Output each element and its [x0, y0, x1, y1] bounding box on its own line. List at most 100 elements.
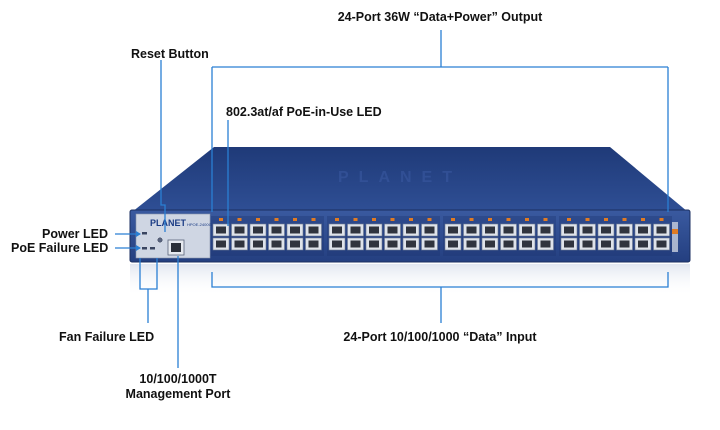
rj45-socket-4-2-1[interactable] — [582, 226, 593, 234]
rj45-socket-3-1-1[interactable] — [448, 226, 458, 234]
rj45-socket-2-3-2[interactable] — [369, 240, 379, 248]
rj45-socket-2-1-1[interactable] — [332, 226, 342, 234]
callout-input-ports: 24-Port 10/100/1000 “Data” Input — [343, 330, 537, 344]
rj45-socket-4-4-2[interactable] — [619, 240, 630, 248]
rj45-socket-2-4-1[interactable] — [387, 226, 398, 234]
callout-lines — [115, 30, 669, 368]
port-led-4-6 — [659, 218, 664, 221]
rj45-socket-2-6-1[interactable] — [424, 226, 435, 234]
rj45-socket-4-3-2[interactable] — [601, 240, 611, 248]
right-edge-bracket — [672, 222, 678, 252]
rj45-socket-1-3-1[interactable] — [253, 226, 263, 234]
rj45-socket-1-6-2[interactable] — [308, 240, 319, 248]
rj45-socket-3-4-1[interactable] — [503, 226, 514, 234]
port-led-2-2 — [353, 218, 358, 221]
port-led-4-4 — [622, 218, 627, 221]
callout-reset-button: Reset Button — [131, 47, 209, 61]
rj45-socket-4-1-1[interactable] — [564, 226, 574, 234]
rj45-socket-2-5-1[interactable] — [406, 226, 416, 234]
rj45-socket-1-6-1[interactable] — [308, 226, 319, 234]
port-led-1-4 — [274, 218, 279, 221]
port-led-3-5 — [525, 218, 529, 221]
rj45-socket-4-2-2[interactable] — [582, 240, 593, 248]
rj45-socket-4-5-2[interactable] — [638, 240, 648, 248]
output-ports-bracket — [211, 30, 669, 212]
reset-button-control[interactable] — [157, 237, 163, 243]
rj45-socket-3-4-2[interactable] — [503, 240, 514, 248]
rj45-socket-3-3-1[interactable] — [485, 226, 495, 234]
rj45-socket-2-1-2[interactable] — [332, 240, 342, 248]
callout-fan-failure-led: Fan Failure LED — [59, 330, 155, 344]
brand-logo-text: PLANET — [150, 218, 187, 228]
port-led-4-1 — [567, 218, 571, 221]
port-led-4-3 — [604, 218, 608, 221]
switch-top-surface — [132, 147, 688, 212]
management-port-socket — [171, 243, 181, 252]
switch-reflection — [130, 264, 690, 296]
port-led-3-1 — [451, 218, 455, 221]
rj45-socket-3-5-2[interactable] — [522, 240, 532, 248]
callout-power-led: Power LED — [42, 227, 108, 241]
rj45-socket-4-1-2[interactable] — [564, 240, 574, 248]
callout-poe-led: 802.3at/af PoE-in-Use LED — [226, 105, 382, 119]
rj45-socket-1-1-1[interactable] — [216, 226, 226, 234]
rj45-socket-3-5-1[interactable] — [522, 226, 532, 234]
rj45-socket-2-5-2[interactable] — [406, 240, 416, 248]
port-led-3-4 — [506, 218, 511, 221]
reset-button-line — [160, 60, 166, 232]
rj45-socket-3-2-2[interactable] — [466, 240, 477, 248]
port-led-3-3 — [488, 218, 492, 221]
callout-mgmt-port-line2: Management Port — [125, 387, 231, 401]
port-led-1-6 — [311, 218, 316, 221]
rj45-socket-3-3-2[interactable] — [485, 240, 495, 248]
rj45-socket-4-4-1[interactable] — [619, 226, 630, 234]
rj45-socket-4-6-1[interactable] — [656, 226, 667, 234]
rj45-socket-2-4-2[interactable] — [387, 240, 398, 248]
port-led-1-1 — [219, 218, 223, 221]
port-led-4-2 — [585, 218, 590, 221]
port-led-1-5 — [293, 218, 297, 221]
port-led-2-3 — [372, 218, 376, 221]
port-led-1-3 — [256, 218, 260, 221]
rj45-socket-3-2-1[interactable] — [466, 226, 477, 234]
port-led-4-5 — [641, 218, 645, 221]
callout-output-ports: 24-Port 36W “Data+Power” Output — [337, 10, 543, 24]
fan-failure-led-indicator — [150, 247, 155, 250]
rj45-socket-4-3-1[interactable] — [601, 226, 611, 234]
port-block-3 — [443, 216, 556, 256]
rj45-socket-4-5-1[interactable] — [638, 226, 648, 234]
rj45-socket-2-2-2[interactable] — [350, 240, 361, 248]
rj45-socket-1-4-2[interactable] — [271, 240, 282, 248]
rj45-socket-2-2-1[interactable] — [350, 226, 361, 234]
rj45-socket-1-3-2[interactable] — [253, 240, 263, 248]
poe-failure-led-arrowhead — [136, 245, 141, 251]
port-led-2-6 — [427, 218, 432, 221]
port-led-3-2 — [469, 218, 474, 221]
rj45-socket-2-3-1[interactable] — [369, 226, 379, 234]
rj45-socket-3-1-2[interactable] — [448, 240, 458, 248]
rj45-socket-1-5-1[interactable] — [290, 226, 300, 234]
port-block-4 — [559, 216, 672, 256]
port-block-1 — [211, 216, 324, 256]
rj45-socket-3-6-1[interactable] — [540, 226, 551, 234]
callout-poe-failure-led: PoE Failure LED — [11, 241, 109, 255]
switch-top-watermark: PLANET — [338, 169, 462, 186]
port-led-2-4 — [390, 218, 395, 221]
model-label: HPOE-2400G — [187, 222, 212, 227]
rj45-socket-1-2-1[interactable] — [234, 226, 245, 234]
right-edge-led — [672, 229, 678, 234]
rj45-socket-1-4-1[interactable] — [271, 226, 282, 234]
rj45-socket-1-1-2[interactable] — [216, 240, 226, 248]
callout-arrowheads — [136, 231, 141, 251]
rj45-socket-4-6-2[interactable] — [656, 240, 667, 248]
rj45-socket-1-2-2[interactable] — [234, 240, 245, 248]
rj45-socket-1-5-2[interactable] — [290, 240, 300, 248]
rj45-socket-3-6-2[interactable] — [540, 240, 551, 248]
power-led-arrowhead — [136, 231, 141, 237]
port-grid — [211, 216, 672, 256]
poe-failure-led-indicator — [142, 247, 147, 250]
port-led-2-1 — [335, 218, 339, 221]
rj45-socket-2-6-2[interactable] — [424, 240, 435, 248]
port-led-1-2 — [237, 218, 242, 221]
port-led-2-5 — [409, 218, 413, 221]
